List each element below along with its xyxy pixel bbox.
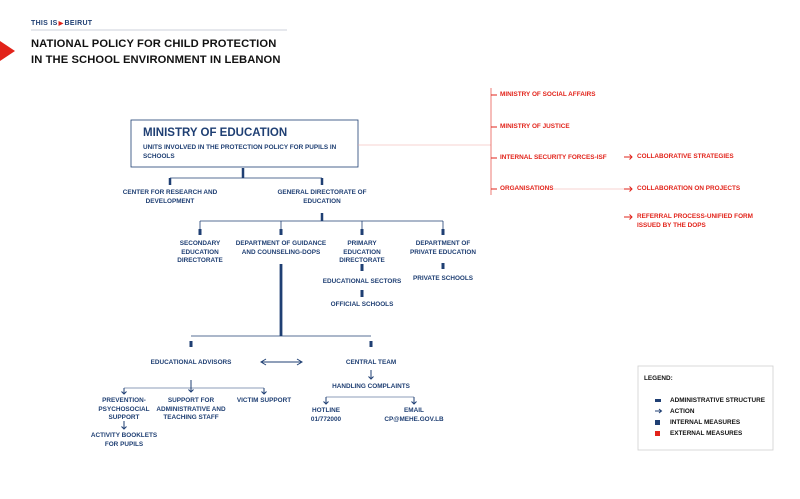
node-staff-support: SUPPORT FOR ADMINISTRATIVE AND TEACHING …: [156, 397, 226, 422]
node-central-team: CENTRAL TEAM: [345, 359, 397, 366]
node-educational-sectors: EDUCATIONAL SECTORS: [322, 278, 402, 285]
brand-logo: THIS IS▶BEIRUT: [31, 20, 93, 27]
node-hotline: HOTLINE 01/772000: [296, 407, 356, 424]
ext-collaborative-strategies: COLLABORATIVE STRATEGIES: [637, 153, 734, 160]
ext-ministry-social-affairs: MINISTRY OF SOCIAL AFFAIRS: [500, 91, 596, 98]
legend-item-external: EXTERNAL MEASURES: [670, 430, 743, 437]
ministry-box: [130, 119, 359, 168]
ext-ministry-justice: MINISTRY OF JUSTICE: [500, 123, 570, 130]
legend-item-action: ACTION: [670, 408, 695, 415]
ext-security-forces: INTERNAL SECURITY FORCES-ISF: [500, 154, 607, 161]
legend-title: LEGEND:: [644, 375, 673, 382]
node-email: EMAIL CP@MEHE.GOV.LB: [374, 407, 454, 424]
title-line-2: IN THE SCHOOL ENVIRONMENT IN LEBANON: [31, 54, 281, 67]
ext-collaboration-projects: COLLABORATION ON PROJECTS: [637, 185, 741, 192]
ext-referral-process: REFERRAL PROCESS-UNIFIED FORM ISSUED BY …: [637, 213, 753, 229]
hotline-label: HOTLINE: [311, 407, 341, 414]
title-line-1: NATIONAL POLICY FOR CHILD PROTECTION: [31, 38, 277, 50]
node-general-directorate: GENERAL DIRECTORATE OF EDUCATION: [277, 189, 367, 205]
ministry-title: MINISTRY OF EDUCATION: [143, 127, 288, 139]
email-label: EMAIL: [404, 407, 424, 414]
legend-item-internal: INTERNAL MEASURES: [670, 419, 741, 426]
node-educational-advisors: EDUCATIONAL ADVISORS: [150, 359, 232, 366]
node-research-center: CENTER FOR RESEARCH AND DEVELOPMENT: [122, 189, 218, 205]
node-official-schools: OFFICIAL SCHOOLS: [330, 301, 394, 308]
node-handling-complaints: HANDLING COMPLAINTS: [332, 383, 410, 390]
node-prevention-support: PREVENTION-PSYCHOSOCIAL SUPPORT: [98, 397, 150, 422]
node-private-department: DEPARTMENT OF PRIVATE EDUCATION: [409, 240, 477, 256]
node-dops: DEPARTMENT OF GUIDANCE AND COUNSELING-DO…: [235, 240, 327, 256]
node-secondary-directorate: SECONDARY EDUCATION DIRECTORATE: [177, 240, 223, 265]
left-edge-arrow-marker: [0, 41, 15, 61]
node-activity-booklets: ACTIVITY BOOKLETS FOR PUPILS: [90, 432, 158, 448]
node-victim-support: VICTIM SUPPORT: [236, 397, 292, 404]
legend-item-administrative: ADMINISTRATIVE STRUCTURE: [670, 397, 766, 404]
email-value: CP@MEHE.GOV.LB: [384, 415, 444, 423]
hotline-number: 01/772000: [310, 415, 342, 423]
ext-organisations: ORGANISATIONS: [500, 185, 554, 192]
legend-box: [637, 365, 774, 451]
node-primary-directorate: PRIMARY EDUCATION DIRECTORATE: [339, 240, 385, 265]
ministry-subtitle: UNITS INVOLVED IN THE PROTECTION POLICY …: [143, 144, 337, 160]
page-title: NATIONAL POLICY FOR CHILD PROTECTION IN …: [31, 36, 281, 68]
node-private-schools: PRIVATE SCHOOLS: [412, 275, 474, 282]
